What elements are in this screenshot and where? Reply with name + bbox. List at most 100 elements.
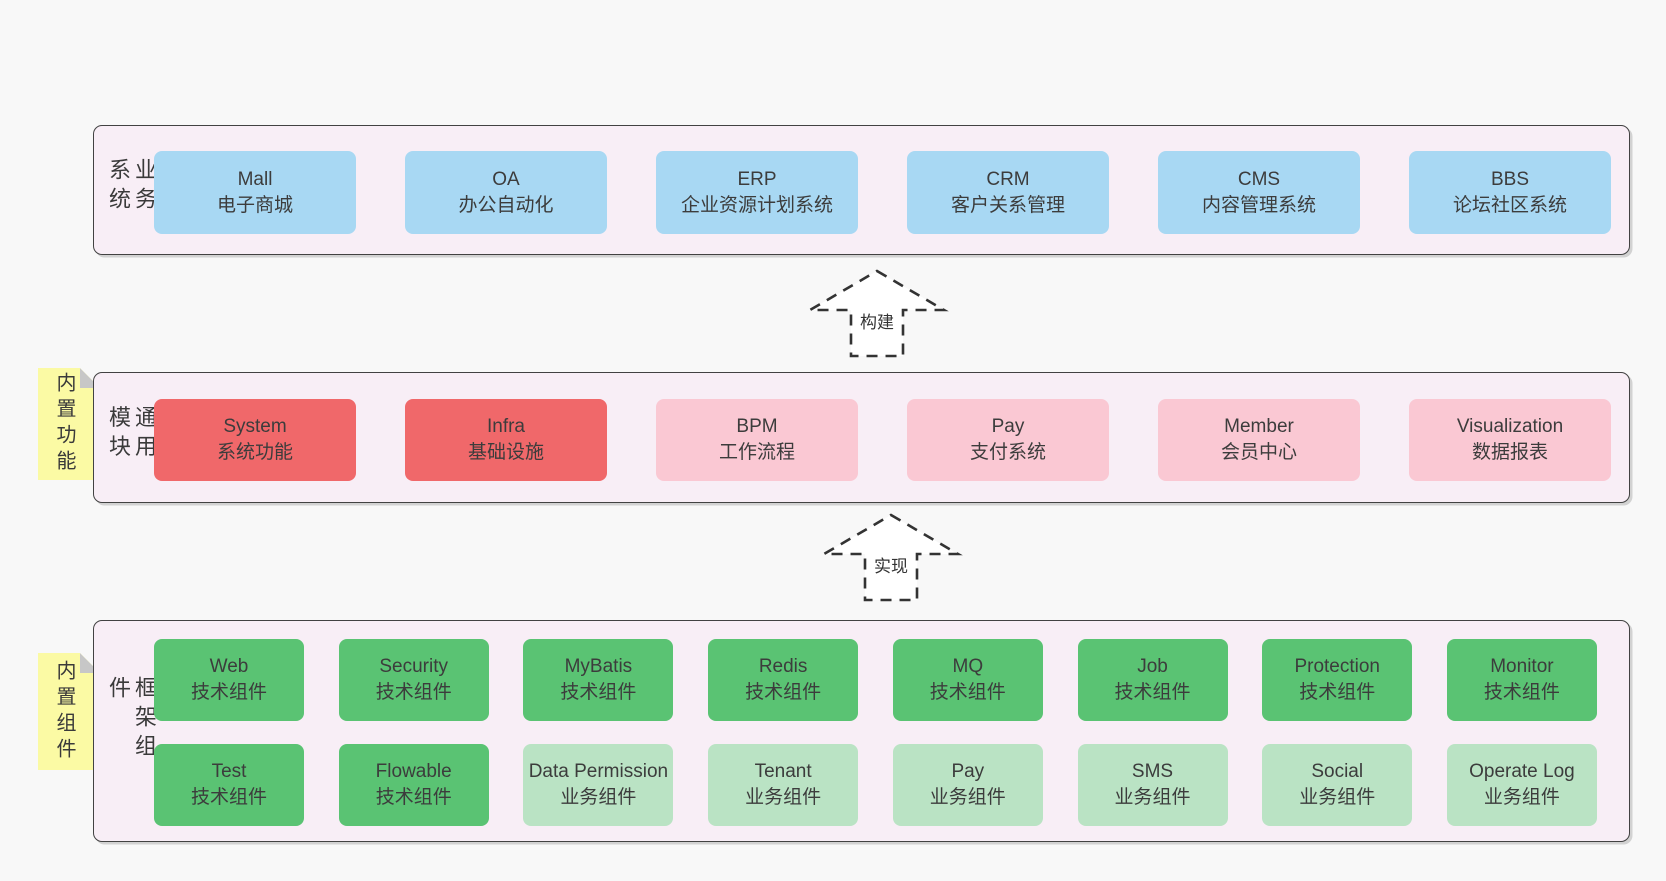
node-desc: 技术组件 (375, 787, 452, 808)
node-desc: 工作流程 (718, 442, 795, 463)
node-desc: 技术组件 (560, 682, 637, 703)
node-mybatis: MyBatis 技术组件 (523, 639, 674, 721)
node-name: Monitor (1490, 656, 1554, 677)
node-desc: 业务组件 (1114, 787, 1191, 808)
node-desc: 技术组件 (929, 682, 1006, 703)
node-desc: 技术组件 (1114, 682, 1191, 703)
node-desc: 业务组件 (1299, 787, 1376, 808)
arrow-implement: 实现 (819, 512, 963, 604)
node-desc: 技术组件 (190, 682, 267, 703)
node-name: ERP (737, 168, 777, 190)
node-name: MyBatis (564, 656, 633, 677)
node-name: OA (492, 168, 520, 190)
node-name: Social (1311, 761, 1364, 782)
node-operate-log: Operate Log 业务组件 (1446, 744, 1597, 826)
node-desc: 技术组件 (1299, 682, 1376, 703)
node-test: Test 技术组件 (154, 744, 304, 826)
node-name: Tenant (754, 761, 812, 782)
node-desc: 系统功能 (216, 442, 293, 463)
node-desc: 数据报表 (1471, 442, 1548, 463)
node-name: BPM (736, 416, 778, 437)
node-desc: 支付系统 (969, 442, 1046, 463)
node-name: Mall (237, 168, 273, 190)
node-monitor: Monitor 技术组件 (1446, 639, 1597, 721)
node-web: Web 技术组件 (154, 639, 304, 721)
sticky-note-label: 内置功能 (53, 372, 75, 476)
node-desc: 技术组件 (745, 682, 822, 703)
node-name: Job (1137, 656, 1168, 677)
node-desc: 客户关系管理 (950, 194, 1065, 216)
node-pay: Pay 支付系统 (907, 399, 1109, 481)
node-name: Security (379, 656, 449, 677)
node-desc: 业务组件 (1483, 787, 1560, 808)
node-redis: Redis 技术组件 (708, 639, 859, 721)
node-name: Infra (486, 416, 526, 437)
node-desc: 业务组件 (560, 787, 637, 808)
sticky-note-common-modules: 内置功能 (38, 368, 100, 480)
node-name: Pay (991, 416, 1025, 437)
node-desc: 电子商城 (216, 194, 293, 216)
arrow-build: 构建 (805, 268, 949, 360)
node-name: Pay (951, 761, 985, 782)
panel-row: System 系统功能 Infra 基础设施 BPM 工作流程 Pay 支付系统 Member 会… (154, 399, 1611, 481)
node-name: Test (211, 761, 247, 782)
node-desc: 业务组件 (745, 787, 822, 808)
node-name: CRM (986, 168, 1030, 190)
node-pay: Pay 业务组件 (892, 744, 1043, 826)
node-crm: CRM 客户关系管理 (907, 151, 1109, 234)
node-sms: SMS 业务组件 (1077, 744, 1228, 826)
panel-common-modules: 通用模块 System 系统功能 Infra 基础设施 BPM 工作流程 Pay 支付系统 Mem… (93, 372, 1630, 503)
node-name: BBS (1490, 168, 1530, 190)
node-desc: 办公自动化 (458, 194, 554, 216)
node-mq: MQ 技术组件 (892, 639, 1043, 721)
node-name: SMS (1131, 761, 1174, 782)
node-tenant: Tenant 业务组件 (708, 744, 859, 826)
node-desc: 内容管理系统 (1201, 194, 1316, 216)
node-job: Job 技术组件 (1077, 639, 1228, 721)
node-name: Redis (758, 656, 808, 677)
node-name: MQ (952, 656, 984, 677)
node-name: Operate Log (1469, 761, 1575, 782)
node-name: Visualization (1456, 416, 1564, 437)
node-desc: 业务组件 (929, 787, 1006, 808)
sticky-note-framework-components: 内置组件 (38, 653, 100, 770)
sticky-note-label: 内置组件 (53, 659, 75, 764)
node-desc: 企业资源计划系统 (680, 194, 833, 216)
node-desc: 技术组件 (375, 682, 452, 703)
panel-row: Mall 电子商城 OA 办公自动化 ERP 企业资源计划系统 CRM 客户关系管理 CMS 内容… (154, 151, 1611, 234)
node-data-permission: Data Permission 业务组件 (523, 744, 674, 826)
node-name: System (223, 416, 287, 437)
node-name: Member (1224, 416, 1294, 437)
panel-framework-components: 框架组件 Web 技术组件 Security 技术组件 MyBatis 技术组件 Redis 技… (93, 620, 1630, 842)
panel-label-framework-components: 框架组件 (106, 676, 157, 763)
node-protection: Protection 技术组件 (1262, 639, 1413, 721)
node-bpm: BPM 工作流程 (656, 399, 858, 481)
node-flowable: Flowable 技术组件 (338, 744, 489, 826)
node-name: Protection (1294, 656, 1380, 677)
node-desc: 技术组件 (1483, 682, 1560, 703)
node-security: Security 技术组件 (338, 639, 489, 721)
node-name: CMS (1237, 168, 1281, 190)
node-name: Flowable (375, 761, 452, 782)
node-visualization: Visualization 数据报表 (1409, 399, 1611, 481)
node-desc: 基础设施 (467, 442, 544, 463)
node-social: Social 业务组件 (1262, 744, 1413, 826)
arrow-label: 构建 (857, 308, 897, 333)
panel-label-common-modules: 通用模块 (106, 405, 157, 464)
node-infra: Infra 基础设施 (405, 399, 607, 481)
node-cms: CMS 内容管理系统 (1158, 151, 1360, 234)
arrow-label: 实现 (871, 552, 911, 577)
node-bbs: BBS 论坛社区系统 (1409, 151, 1611, 234)
panel-label-business-systems: 业务系统 (106, 158, 157, 216)
node-name: Web (209, 656, 249, 677)
node-desc: 论坛社区系统 (1452, 194, 1567, 216)
node-desc: 会员中心 (1220, 442, 1297, 463)
node-member: Member 会员中心 (1158, 399, 1360, 481)
node-erp: ERP 企业资源计划系统 (656, 151, 858, 234)
node-name: Data Permission (528, 761, 669, 782)
node-desc: 技术组件 (190, 787, 267, 808)
